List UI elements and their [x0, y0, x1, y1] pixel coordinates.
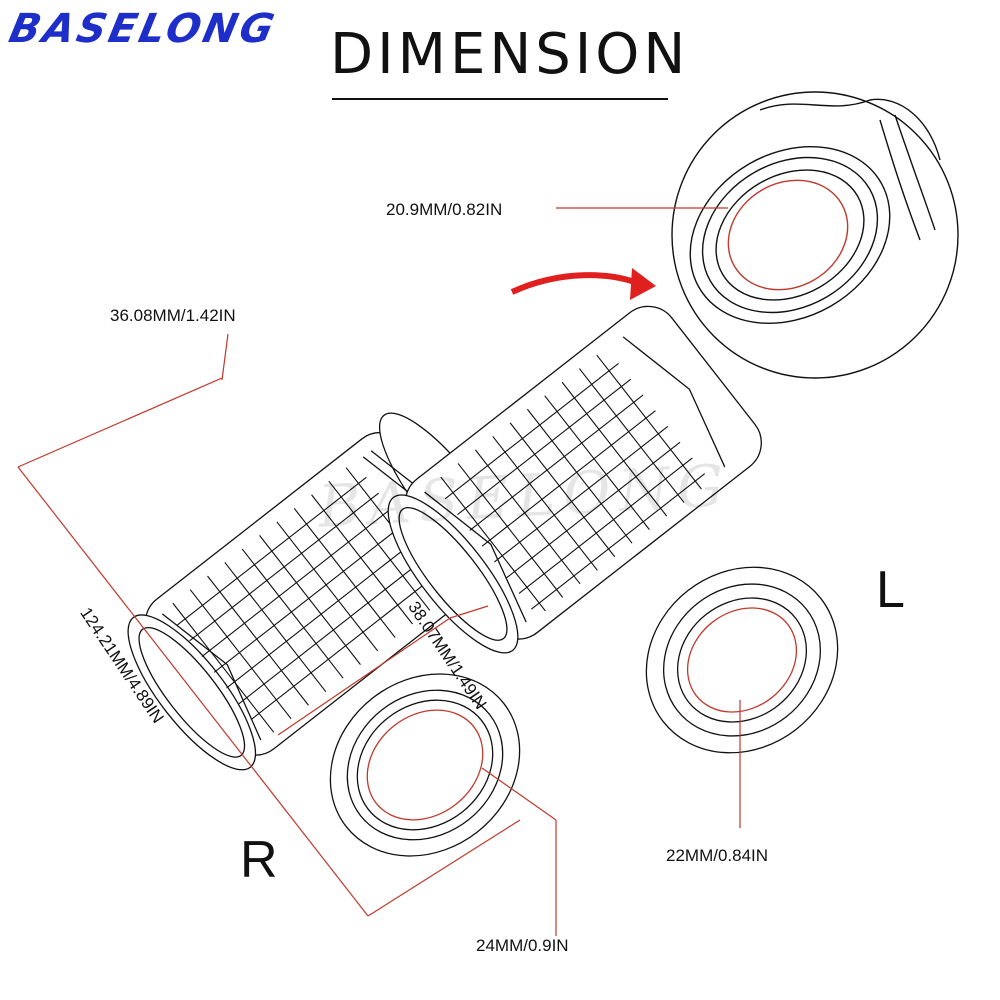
zoom-arrow	[510, 272, 642, 295]
left-grip	[387, 305, 839, 754]
side-label-left: L	[876, 561, 905, 619]
dimension-lines	[17, 207, 741, 936]
page-title: DIMENSION	[330, 22, 690, 87]
brand-logo: BASELONG	[5, 6, 281, 52]
label-bore-right: 24MM/0.9IN	[476, 936, 569, 955]
side-label-right: R	[240, 831, 278, 889]
title-underline	[332, 98, 668, 100]
label-outer-diameter-right: 36.08MM/1.42IN	[110, 306, 236, 325]
label-bore-left: 22MM/0.84IN	[666, 846, 769, 865]
zoom-detail	[671, 91, 959, 379]
label-inner-diameter-zoom: 20.9MM/0.82IN	[386, 200, 503, 219]
zoom-arrow-head	[630, 268, 656, 300]
